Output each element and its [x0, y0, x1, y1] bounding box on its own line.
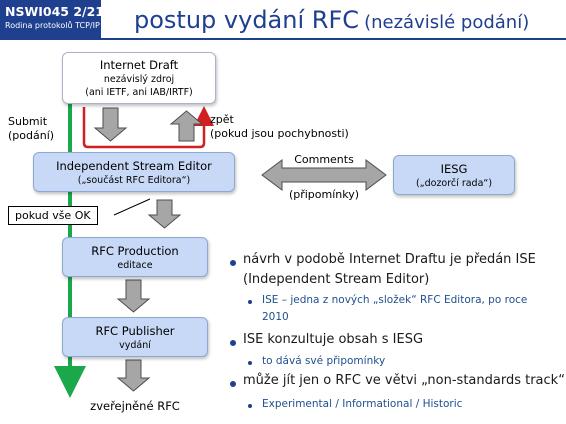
- iesg-box: IESG („dozorčí rada“): [393, 155, 515, 195]
- course-badge: NSWI045 2/21 Rodina protokolů TCP/IP: [0, 0, 105, 40]
- sub-bullet-item: to dává své připomínky: [262, 355, 386, 367]
- sub-bullet-item-cont: 2010: [262, 311, 289, 323]
- ok-label: pokud vše OK: [8, 206, 98, 225]
- bullet-dot: [230, 381, 236, 387]
- rfc-production-title: RFC Production: [91, 243, 179, 258]
- rfc-publisher-note: vydání: [119, 339, 151, 351]
- arrow-up-back: [169, 110, 204, 142]
- bullet-item: ISE konzultuje obsah s IESG: [243, 332, 424, 347]
- internet-draft-title: Internet Draft: [99, 58, 179, 72]
- rfc-publisher-box: RFC Publisher vydání: [62, 317, 208, 357]
- ok-pointer-line: [113, 198, 151, 216]
- bullet-dot: [230, 340, 236, 346]
- bullet-item-cont: (Independent Stream Editor): [243, 272, 430, 287]
- title-rule: [101, 38, 566, 40]
- course-name: Rodina protokolů TCP/IP: [5, 21, 100, 30]
- red-return-path: [82, 106, 214, 149]
- ise-title: Independent Stream Editor: [56, 158, 212, 173]
- back-label-text: zpět: [210, 113, 234, 126]
- arrow-down-publish: [116, 359, 151, 392]
- sub-bullet-dot: [248, 361, 252, 365]
- iesg-note: („dozorčí rada“): [415, 177, 493, 189]
- sub-bullet-dot: [248, 300, 252, 304]
- published-rfc-label: zveřejněné RFC: [90, 399, 180, 413]
- ise-note: („součást RFC Editora“): [77, 174, 191, 186]
- slide-title-main: postup vydání RFC: [134, 6, 359, 34]
- comments-sub: (připomínky): [288, 188, 360, 201]
- rfc-production-box: RFC Production editace: [62, 237, 208, 277]
- course-code: NSWI045 2/21: [5, 4, 105, 19]
- iesg-title: IESG: [440, 161, 468, 176]
- bullet-item: může jít jen o RFC ve větvi „non-standar…: [243, 373, 565, 388]
- internet-draft-source: nezávislý zdroj: [103, 74, 175, 85]
- bullet-dot: [230, 260, 236, 266]
- internet-draft-box: Internet Draft nezávislý zdroj (ani IETF…: [62, 52, 216, 104]
- submit-label: Submit (podání): [8, 115, 54, 143]
- submit-label-text: Submit: [8, 115, 48, 128]
- ise-box: Independent Stream Editor („součást RFC …: [33, 152, 235, 192]
- arrow-double-comments: [261, 159, 387, 191]
- comments-label: Comments: [294, 153, 354, 166]
- arrow-down-ok: [147, 199, 182, 229]
- rfc-publisher-title: RFC Publisher: [95, 323, 175, 338]
- sub-bullet-item: ISE – jedna z nových „složek“ RFC Editor…: [262, 294, 528, 306]
- bullet-item: návrh v podobě Internet Draftu je předán…: [243, 252, 536, 267]
- sub-bullet-dot: [248, 404, 252, 408]
- slide-title: postup vydání RFC (nezávislé podání): [134, 0, 529, 40]
- slide-title-paren: (nezávislé podání): [364, 12, 530, 33]
- arrow-down-production: [116, 279, 151, 313]
- rfc-production-note: editace: [117, 259, 153, 271]
- back-label-sub: (pokud jsou pochybnosti): [210, 126, 349, 140]
- submit-label-sub: (podání): [8, 128, 55, 142]
- back-label: zpět (pokud jsou pochybnosti): [210, 113, 349, 141]
- arrow-down-submit: [93, 107, 128, 142]
- sub-bullet-item: Experimental / Informational / Historic: [262, 398, 463, 410]
- internet-draft-note: (ani IETF, ani IAB/IRTF): [85, 87, 193, 98]
